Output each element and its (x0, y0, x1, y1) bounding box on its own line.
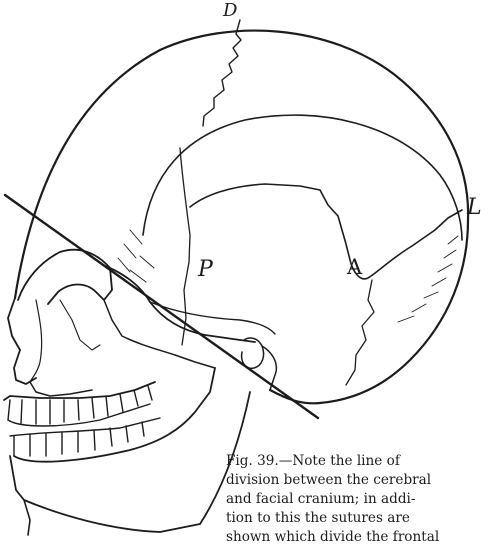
chin (24, 500, 30, 535)
sphenoid-hatching (118, 230, 154, 282)
division-line (5, 195, 318, 418)
zygomatic-bone (110, 268, 255, 342)
label-a: A (347, 257, 362, 278)
maxilla-front (30, 382, 92, 396)
caption-line: tion to this the sutures are (226, 509, 488, 528)
figure-caption: Fig. 39.—Note the line of division betwe… (226, 452, 488, 547)
cheek-suture (60, 300, 100, 350)
caption-line: division between the cerebral (226, 471, 488, 490)
glabella (8, 298, 20, 350)
nasal-bone (14, 350, 36, 384)
lambdoid-suture (346, 280, 374, 385)
caption-line: shown which divide the frontal (226, 528, 488, 547)
label-p: P (198, 259, 213, 281)
lower-teeth-top (10, 418, 160, 436)
nasal-aperture (30, 300, 42, 382)
zygomatic-arch (150, 302, 275, 334)
upper-jaw (4, 382, 155, 400)
squamous-suture (190, 184, 462, 279)
cranium-outline (15, 31, 468, 404)
sphenoparietal-suture (180, 148, 190, 345)
caption-line: Fig. 39.—Note the line of (226, 452, 488, 471)
caption-line: and facial cranium; in addi- (226, 490, 488, 509)
orbit-outline (18, 250, 112, 304)
label-d: D (223, 2, 237, 20)
temporal-line (143, 115, 462, 240)
label-l: L (467, 197, 482, 219)
